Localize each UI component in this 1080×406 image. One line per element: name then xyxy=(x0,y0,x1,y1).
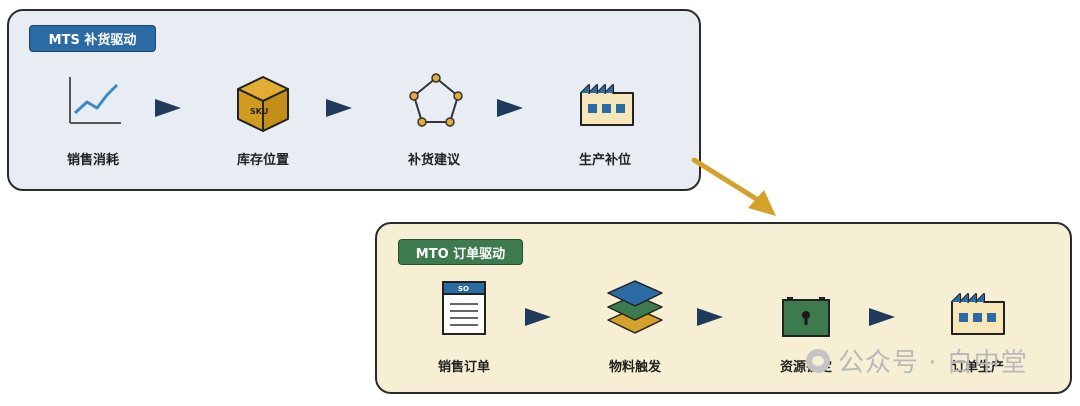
factory-icon xyxy=(951,293,1005,335)
step-arrow xyxy=(869,308,895,326)
watermark-text: 公众号 · 白中堂 xyxy=(838,348,1028,378)
mts-panel: MTS 补货驱动 SKU 销售消耗 库存位置 补货建议 xyxy=(7,9,701,191)
step-arrow xyxy=(525,308,551,326)
network-pentagon-icon xyxy=(409,73,463,127)
step-arrow xyxy=(697,308,723,326)
step-label-order-production: 订单生产 xyxy=(951,360,1004,375)
watermark: 公众号 · 白中堂 xyxy=(806,342,1028,379)
sku-text: SKU xyxy=(250,107,268,116)
step-label-sales-consumption: 销售消耗 xyxy=(66,153,119,168)
step-label-replenishment-suggestion: 补货建议 xyxy=(407,153,460,168)
step-label-sales-order: 销售订单 xyxy=(437,360,490,375)
step-label-production-fill: 生产补位 xyxy=(578,153,631,168)
mts-badge: MTS 补货驱动 xyxy=(29,25,156,52)
sales-order-document-icon: SO xyxy=(442,281,486,335)
mto-panel: MTO 订单驱动 SO 销售订单 物料触 xyxy=(375,222,1072,394)
mts-to-mto-connector-arrow xyxy=(691,157,776,216)
step-label-material-trigger: 物料触发 xyxy=(608,360,661,375)
step-arrow xyxy=(326,99,352,117)
wechat-logo-icon xyxy=(806,348,830,373)
sku-box-icon: SKU xyxy=(237,76,289,132)
layer-stack-icon xyxy=(607,280,663,334)
factory-icon xyxy=(580,84,634,126)
locked-cabinet-icon xyxy=(782,297,830,337)
trend-line-icon xyxy=(69,77,121,124)
step-arrow xyxy=(497,99,523,117)
so-text: SO xyxy=(458,285,469,293)
step-arrow xyxy=(155,99,181,117)
mto-badge: MTO 订单驱动 xyxy=(398,239,523,265)
step-label-inventory-position: 库存位置 xyxy=(236,153,289,168)
